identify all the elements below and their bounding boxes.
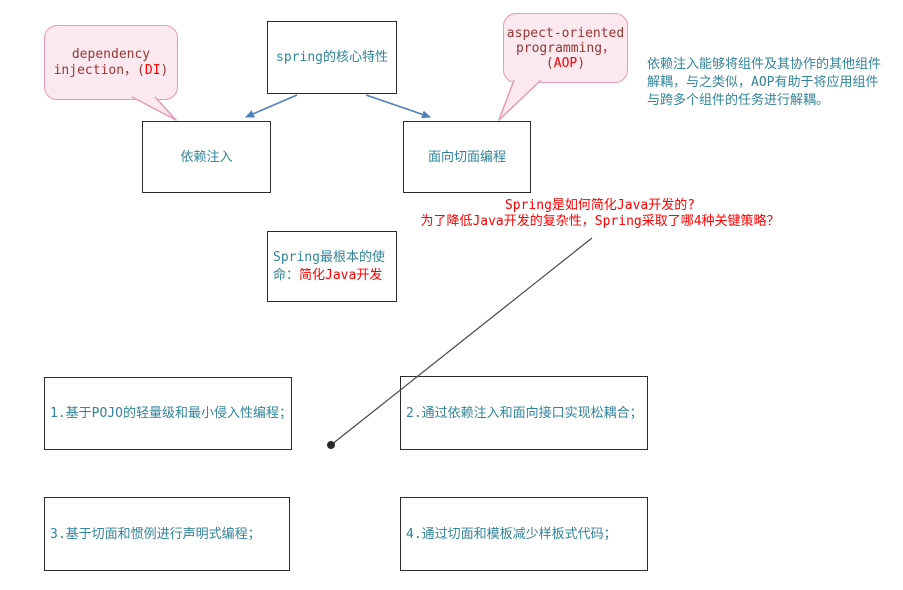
callout-aop-text: ( xyxy=(545,55,554,71)
arrow-root-to-aop xyxy=(365,94,431,119)
node-strategy-3: 3.基于切面和惯例进行声明式编程； xyxy=(44,497,290,571)
callout-aop-text: ) xyxy=(577,55,586,71)
callout-di-tail xyxy=(131,96,177,121)
node-strategy-1-label: 1.基于POJO的轻量级和最小侵入性编程； xyxy=(50,406,292,421)
node-spring-mission-text: Spring最根本的使命：简化Java开发 xyxy=(273,249,392,285)
node-aop: 面向切面编程 xyxy=(403,121,531,193)
node-aop-label: 面向切面编程 xyxy=(427,149,506,165)
node-dependency-injection: 依赖注入 xyxy=(142,121,271,193)
node-strategy-4: 4.通过切面和模板减少样板式代码； xyxy=(400,497,648,571)
question-annotation: Spring是如何简化Java开发的? 为了降低Java开发的复杂性，Sprin… xyxy=(420,198,780,229)
node-spring-mission: Spring最根本的使命：简化Java开发 xyxy=(267,231,397,302)
side-note: 依赖注入能够将组件及其协作的其他组件 解耦，与之类似，AOP有助于将应用组件 与… xyxy=(647,57,882,108)
node-strategy-2: 2.通过依赖注入和面向接口实现松耦合； xyxy=(400,376,648,450)
callout-di-text: injection，( xyxy=(53,62,145,78)
callout-aspect-oriented-programming: aspect-oriented programming， (AOP) xyxy=(503,13,628,83)
callout-aop-highlight: AOP xyxy=(553,55,578,71)
callout-di-line1: dependency xyxy=(72,47,150,63)
node-spring-core-features: spring的核心特性 xyxy=(267,21,397,94)
callout-aop-text: programming， xyxy=(515,40,616,56)
callout-aop-text: aspect-oriented xyxy=(506,25,625,41)
callout-aop-line1: aspect-oriented xyxy=(507,26,624,41)
node-strategy-4-label: 4.通过切面和模板减少样板式代码； xyxy=(406,526,617,542)
mission-label-highlight: 简化Java开发 xyxy=(299,267,383,283)
node-strategy-1: 1.基于POJO的轻量级和最小侵入性编程； xyxy=(44,377,292,450)
callout-di-text: ) xyxy=(160,62,169,78)
node-dependency-injection-label: 依赖注入 xyxy=(180,149,233,165)
callout-di-highlight: DI xyxy=(144,62,161,78)
callout-aop-line2: programming， xyxy=(516,41,615,56)
callout-dependency-injection: dependency injection，(DI) xyxy=(44,25,178,100)
arrow-root-to-di xyxy=(245,94,298,118)
node-spring-core-features-label: spring的核心特性 xyxy=(276,50,388,65)
callout-di-text: dependency xyxy=(71,46,151,62)
callout-di-line2: injection，(DI) xyxy=(54,63,169,79)
leader-line-dot xyxy=(327,441,335,449)
node-strategy-3-label: 3.基于切面和惯例进行声明式编程； xyxy=(50,526,261,542)
callout-aop-line3: (AOP) xyxy=(546,56,585,71)
callout-aop-tail xyxy=(498,79,542,121)
node-strategy-2-label: 2.通过依赖注入和面向接口实现松耦合； xyxy=(406,405,643,421)
